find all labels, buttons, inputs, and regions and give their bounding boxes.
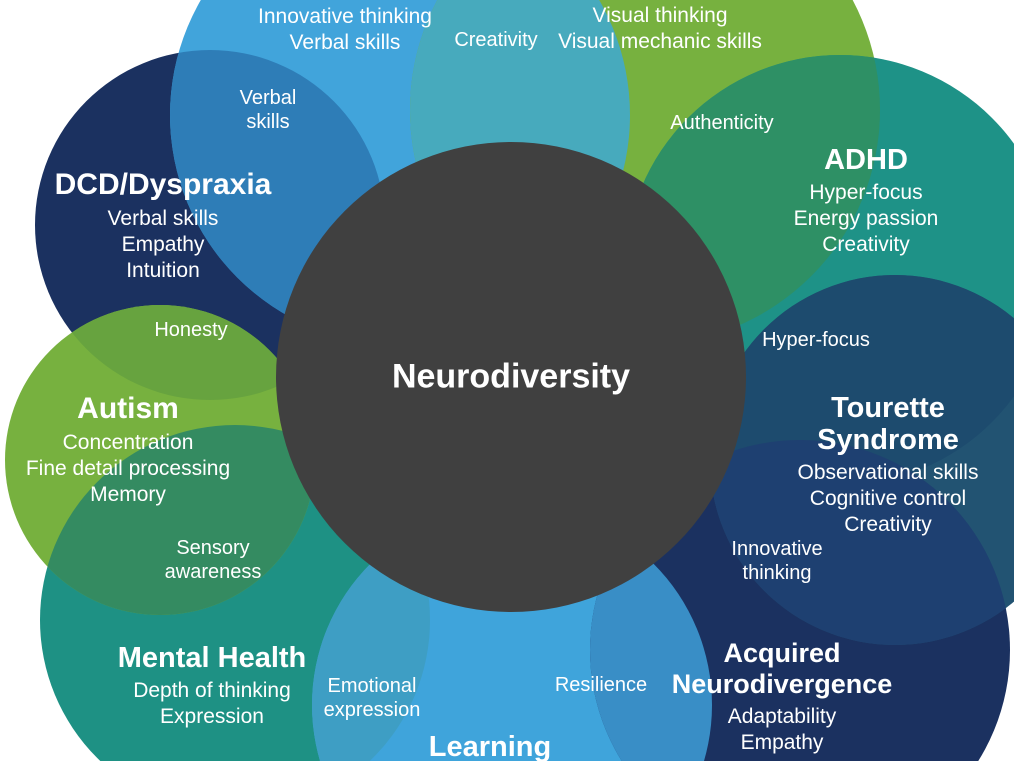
overlap-region-emotional-expression (312, 505, 430, 761)
center-circle (276, 142, 746, 612)
overlap-region-sensory-awareness (40, 425, 315, 615)
